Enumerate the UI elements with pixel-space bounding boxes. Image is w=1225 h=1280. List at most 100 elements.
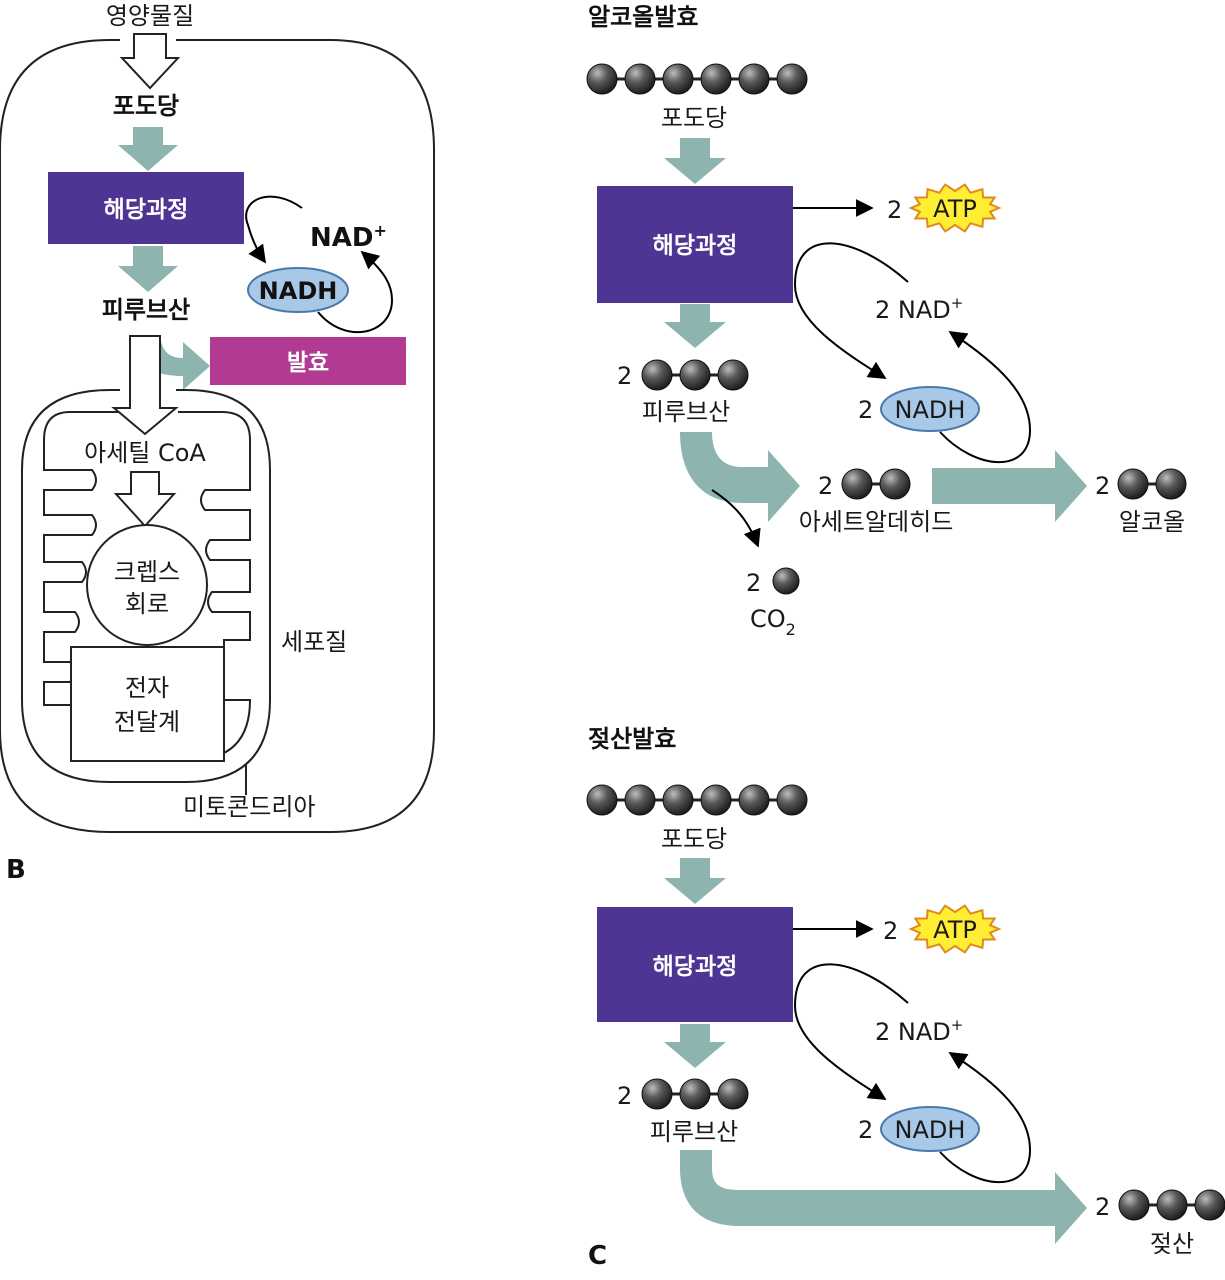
- nad-label: 2 NAD+: [875, 294, 963, 324]
- lactate-count: 2: [1095, 1193, 1110, 1221]
- nadh-count: 2: [858, 396, 873, 424]
- nadh-oval: [880, 386, 980, 432]
- glycolysis-label: 해당과정: [653, 954, 738, 980]
- fermentation-label: 발효: [287, 350, 329, 376]
- carbon-atom: [1155, 468, 1187, 500]
- lactate-label: 젖산: [1150, 1230, 1194, 1258]
- nadh-to-nad-arrow: [939, 331, 1032, 464]
- panel-b: 영양물질 포도당 해당과정 피루브산 NAD+ NADH 발효 아세틸 CoA: [0, 2, 435, 885]
- mitochondria-label: 미토콘드리아: [183, 793, 315, 821]
- carbon-atom: [586, 63, 618, 95]
- carbon-atom: [1156, 1189, 1188, 1221]
- krebs-label-line1: 크렙스: [114, 558, 180, 586]
- flow-arrow-pyruvate-to-lactate: [680, 1150, 1087, 1244]
- flow-arrow-pyruvate-to-acetaldehyde: [680, 432, 800, 522]
- panel-c-letter: C: [588, 1241, 607, 1271]
- nad-to-nadh-arrow: [793, 963, 909, 1100]
- glucose-label: 포도당: [661, 825, 727, 853]
- pyruvate-label: 피루브산: [650, 1118, 738, 1146]
- flow-arrow-glycolysis-to-pyruvate: [664, 1024, 726, 1068]
- acetaldehyde-count: 2: [818, 472, 833, 500]
- cytoplasm-label: 세포질: [281, 628, 347, 656]
- acetyl-coa-to-krebs-arrow: [113, 471, 177, 528]
- flow-arrow-glucose-to-glycolysis: [664, 138, 726, 184]
- glycolysis-box: [597, 907, 793, 1022]
- flow-arrow-glucose-to-glycolysis: [118, 127, 178, 171]
- alcohol-title: 알코올발효: [588, 3, 698, 31]
- lactate-molecule: [1118, 1189, 1225, 1221]
- pyruvate-label: 피루브산: [642, 398, 730, 426]
- carbon-atom: [776, 63, 808, 95]
- carbon-atom: [624, 784, 656, 816]
- carbon-atom: [717, 1078, 749, 1110]
- etc-label-line2: 전달계: [114, 708, 180, 736]
- mitochondrion-outer-membrane: [21, 389, 271, 783]
- glycolysis-label: 해당과정: [104, 197, 189, 223]
- glycolysis-label: 해당과정: [653, 233, 738, 259]
- glycolysis-box: [48, 172, 244, 244]
- pyruvate-label: 피루브산: [102, 296, 190, 324]
- co2-count: 2: [746, 569, 761, 597]
- nadh-label: NADH: [895, 396, 966, 424]
- glucose-label: 포도당: [113, 92, 179, 120]
- alcohol-fermentation-panel: 알코올발효 포도당 해당과정 2 ATP 2 NAD+ 2 NADH 2 피루브…: [586, 3, 1187, 639]
- atp-label: ATP: [933, 916, 977, 944]
- nadh-to-nad-arrow: [317, 250, 394, 334]
- carbon-atom: [662, 63, 694, 95]
- nadh-label: NADH: [895, 1116, 966, 1144]
- flow-arrow-glycolysis-to-pyruvate: [664, 304, 726, 348]
- atp-burst: [908, 904, 1002, 954]
- pyruvate-to-mitochondria-arrow: [111, 335, 179, 436]
- atp-burst: [908, 183, 1002, 233]
- carbon-atom: [624, 63, 656, 95]
- carbon-atom: [879, 468, 911, 500]
- nadh-oval: [880, 1106, 980, 1152]
- alcohol-count: 2: [1095, 472, 1110, 500]
- etc-label-line1: 전자: [125, 674, 169, 702]
- acetaldehyde-label: 아세트알데히드: [799, 508, 954, 536]
- carbon-atom: [738, 784, 770, 816]
- flow-arrow-glucose-to-glycolysis: [664, 858, 726, 904]
- flow-arrow-acetaldehyde-to-alcohol: [932, 450, 1087, 522]
- nadh-count: 2: [858, 1116, 873, 1144]
- nadh-label: NADH: [259, 277, 338, 305]
- carbon-atom: [1194, 1189, 1225, 1221]
- carbon-atom: [700, 63, 732, 95]
- nutrient-label: 영양물질: [106, 2, 194, 30]
- nadh-oval: [247, 267, 349, 313]
- atp-count: 2: [887, 196, 902, 224]
- pyruvate-molecule: [641, 359, 749, 391]
- nad-to-nadh-arrow: [245, 195, 303, 264]
- lactic-fermentation-panel: 젖산발효 포도당 해당과정 2 ATP 2 NAD+ 2 NADH 2 피루브산…: [586, 725, 1225, 1271]
- glucose-molecule: [586, 63, 808, 95]
- fermentation-box: [210, 337, 406, 385]
- acetaldehyde-molecule: [841, 468, 911, 500]
- atp-label: ATP: [933, 195, 977, 223]
- carbon-atom: [717, 359, 749, 391]
- carbon-atom: [841, 468, 873, 500]
- carbon-atom: [1118, 1189, 1150, 1221]
- alcohol-label: 알코올: [1119, 508, 1185, 536]
- carbon-atom: [679, 359, 711, 391]
- co2-release-arrow: [711, 489, 761, 548]
- flow-arrow-glycolysis-to-pyruvate: [118, 246, 178, 292]
- glucose-label: 포도당: [661, 104, 727, 132]
- krebs-label-line2: 회로: [125, 590, 169, 618]
- cell-membrane: [0, 39, 435, 833]
- carbon-atom: [776, 784, 808, 816]
- nad-to-nadh-arrow: [793, 242, 909, 379]
- nad-label: NAD+: [310, 221, 387, 253]
- lactic-title: 젖산발효: [588, 725, 676, 753]
- carbon-atom: [700, 784, 732, 816]
- alcohol-molecule: [1117, 468, 1187, 500]
- carbon-atom: [679, 1078, 711, 1110]
- carbon-atom: [662, 784, 694, 816]
- carbon-atom: [641, 1078, 673, 1110]
- nad-label: 2 NAD+: [875, 1016, 963, 1046]
- panel-b-letter: B: [6, 855, 26, 885]
- krebs-cycle-circle: [86, 524, 208, 646]
- carbon-atom: [586, 784, 618, 816]
- nutrient-inflow-arrow: [119, 33, 181, 90]
- pyruvate-count: 2: [617, 362, 632, 390]
